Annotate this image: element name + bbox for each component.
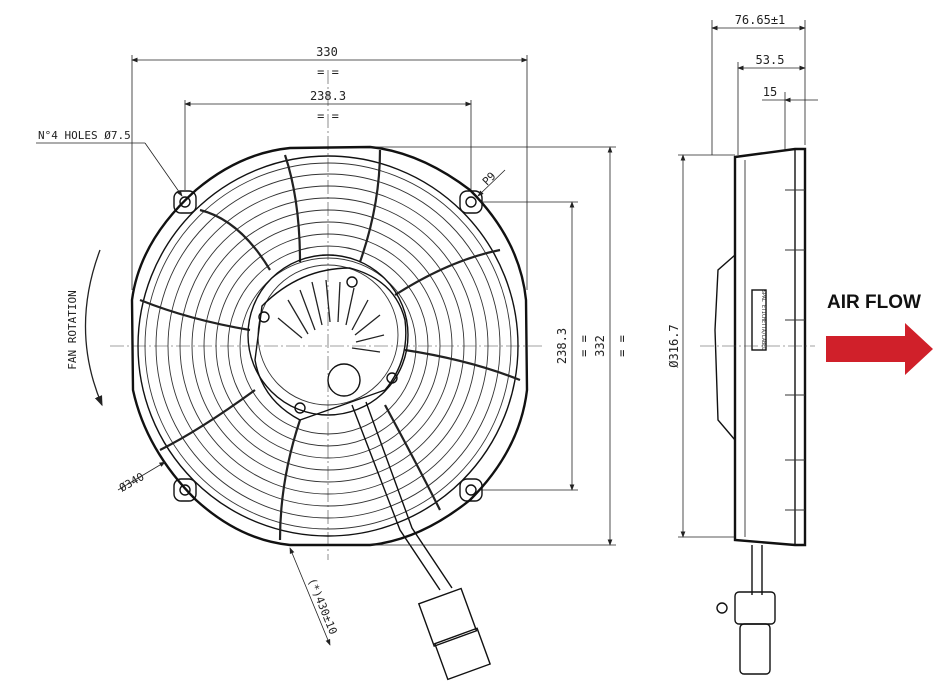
hub-screw-2 — [346, 276, 358, 288]
holes-note-label: N°4 HOLES Ø7.5 — [38, 129, 131, 142]
hub-screw-3 — [386, 372, 398, 384]
dim-238-top-label: 238.3 — [310, 89, 346, 103]
mounting-hole-top-right — [459, 190, 483, 214]
dia-340-leader — [117, 461, 166, 491]
dia-316-label: Ø316.7 — [667, 324, 681, 367]
dim-330-equal-marks: = = — [317, 65, 339, 79]
right-arrow-icon — [826, 323, 933, 375]
side-connector-plug — [739, 623, 771, 675]
dim-53-label: 53.5 — [756, 53, 785, 67]
curved-arrow-icon — [84, 249, 103, 407]
label-plate — [751, 289, 767, 351]
dim-238-top-equal-marks: = = — [317, 109, 339, 123]
cable-connector-plug — [433, 627, 492, 681]
side-view: SPAL ETICHETTA/LABEL 76.65±1 53.5 15 Ø31… — [667, 13, 818, 675]
fan-shroud — [130, 145, 529, 547]
side-connector-body — [734, 591, 776, 625]
hub-screw-4 — [294, 402, 306, 414]
cable-connector-body — [417, 587, 478, 648]
air-flow-label: AIR FLOW — [827, 292, 921, 313]
power-cable — [351, 401, 492, 681]
label-plate-text: SPAL ETICHETTA/LABEL — [760, 290, 766, 350]
grille-spokes — [139, 149, 521, 541]
label-badge — [327, 363, 361, 397]
side-connector-clip — [716, 602, 728, 614]
dim-332-equal-marks: = = — [615, 335, 629, 357]
radius-p9-label: P9 — [480, 170, 499, 189]
dim-238-right-label: 238.3 — [555, 328, 569, 364]
dim-76-label: 76.65±1 — [735, 13, 786, 27]
grille-rings — [155, 173, 501, 519]
mounting-hole-top-left — [173, 190, 197, 214]
side-motor-profile — [714, 254, 736, 441]
side-ribs — [785, 189, 805, 511]
holes-note-leader — [144, 142, 183, 197]
hub-screw-1 — [258, 311, 270, 323]
front-view: FAN ROTATION N°4 HOLES Ø7.5 330 = = 238.… — [36, 45, 629, 681]
fan-rotation-label: FAN ROTATION — [66, 290, 79, 369]
mounting-hole-bottom-left — [173, 478, 197, 502]
motor-hub — [247, 254, 409, 421]
dim-330-label: 330 — [316, 45, 338, 59]
dia-340-label: Ø340 — [117, 470, 146, 495]
dim-332-label: 332 — [593, 335, 607, 357]
cable-length-line — [289, 547, 331, 646]
dim-238-right-equal-marks: = = — [577, 335, 591, 357]
radius-p9-leader — [477, 169, 506, 197]
dim-15-label: 15 — [763, 85, 777, 99]
